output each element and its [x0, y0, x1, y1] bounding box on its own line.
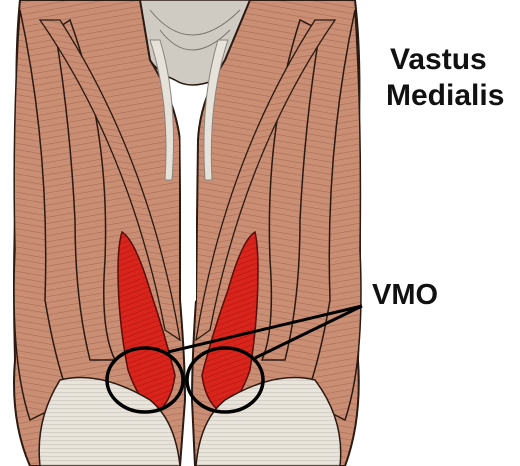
title-line-1: Vastus — [390, 42, 487, 78]
title-line-2: Medialis — [386, 78, 504, 114]
vmo-label: VMO — [372, 278, 438, 312]
